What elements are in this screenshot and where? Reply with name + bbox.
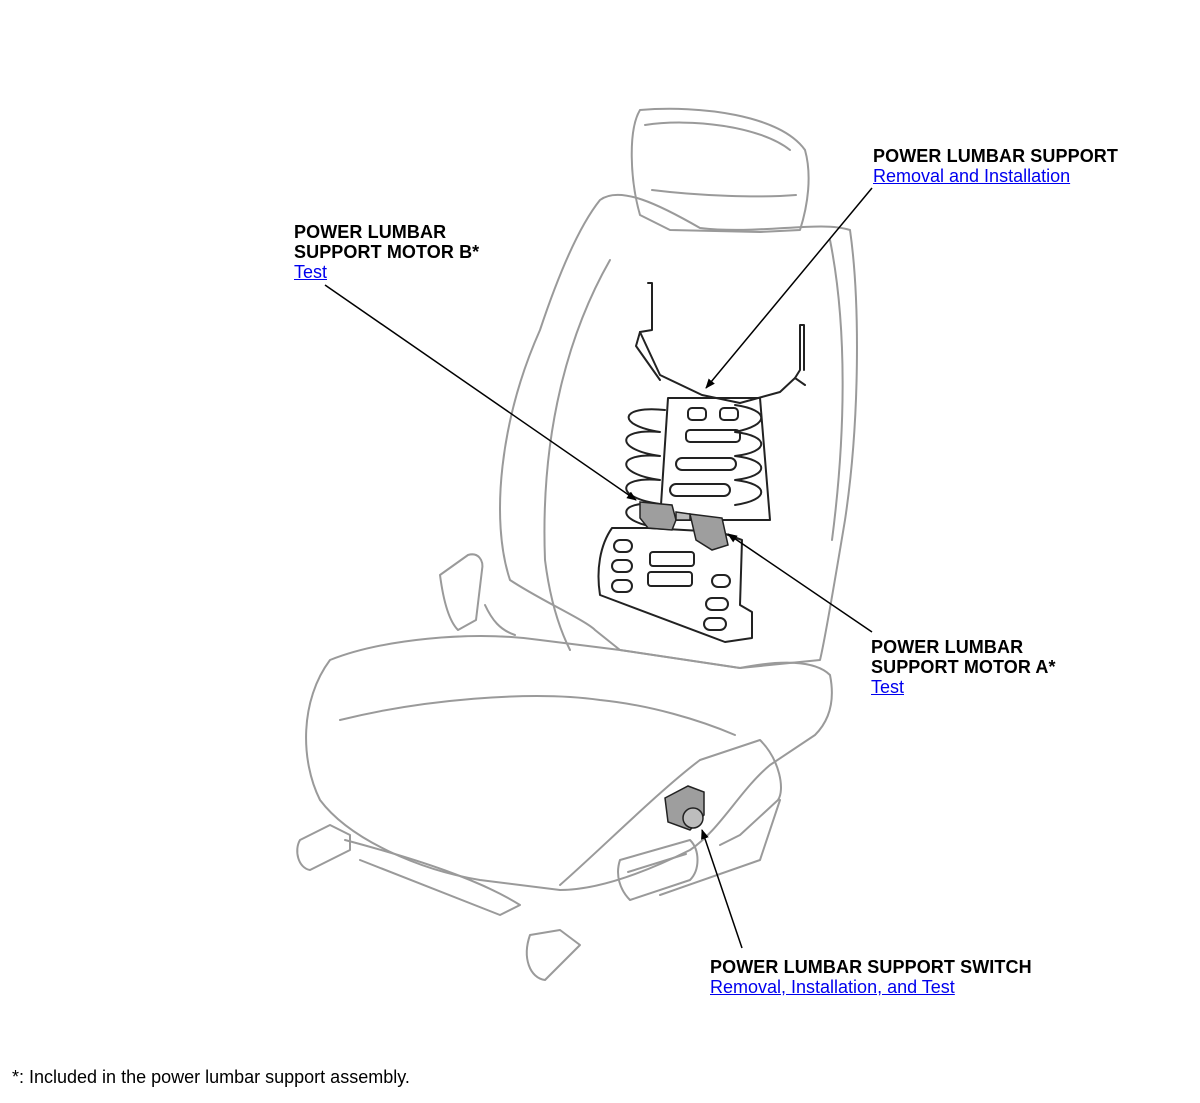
motor-b-test-link[interactable]: Test bbox=[294, 262, 328, 282]
callout-motor-a: POWER LUMBAR SUPPORT MOTOR A* Test bbox=[871, 637, 1056, 697]
callout-motor-b: POWER LUMBAR SUPPORT MOTOR B* Test bbox=[294, 222, 479, 282]
seat-rail bbox=[296, 824, 351, 871]
motor-a-test-link[interactable]: Test bbox=[871, 677, 905, 697]
leader-motor-b bbox=[324, 284, 637, 501]
backrest bbox=[499, 193, 858, 669]
lumbar-motor-b bbox=[639, 501, 691, 531]
lumbar-motor-a bbox=[689, 513, 729, 551]
leader-switch bbox=[701, 829, 743, 949]
leader-motor-a bbox=[727, 533, 873, 633]
lumbar-support-frame bbox=[597, 282, 806, 643]
callout-lumbar-support: POWER LUMBAR SUPPORT Removal and Install… bbox=[873, 146, 1118, 186]
footnote: *: Included in the power lumbar support … bbox=[12, 1067, 410, 1087]
callout-switch: POWER LUMBAR SUPPORT SWITCH Removal, Ins… bbox=[710, 957, 1032, 997]
switch-removal-link[interactable]: Removal, Installation, and Test bbox=[710, 977, 955, 997]
leader-lines bbox=[324, 187, 873, 949]
lumbar-support-switch bbox=[664, 785, 705, 831]
leader-lumbar-support bbox=[705, 187, 873, 389]
callout-motor-a-title: POWER LUMBAR SUPPORT MOTOR A* bbox=[871, 637, 1056, 677]
callout-switch-title: POWER LUMBAR SUPPORT SWITCH bbox=[710, 957, 1032, 977]
seat-outline bbox=[296, 107, 858, 981]
lumbar-support-removal-link[interactable]: Removal and Installation bbox=[873, 166, 1071, 186]
headrest bbox=[630, 107, 810, 233]
callout-motor-b-title: POWER LUMBAR SUPPORT MOTOR B* bbox=[294, 222, 480, 262]
seat-cushion bbox=[305, 635, 833, 891]
recline-lever bbox=[439, 553, 484, 631]
callout-lumbar-support-title: POWER LUMBAR SUPPORT bbox=[873, 146, 1118, 166]
